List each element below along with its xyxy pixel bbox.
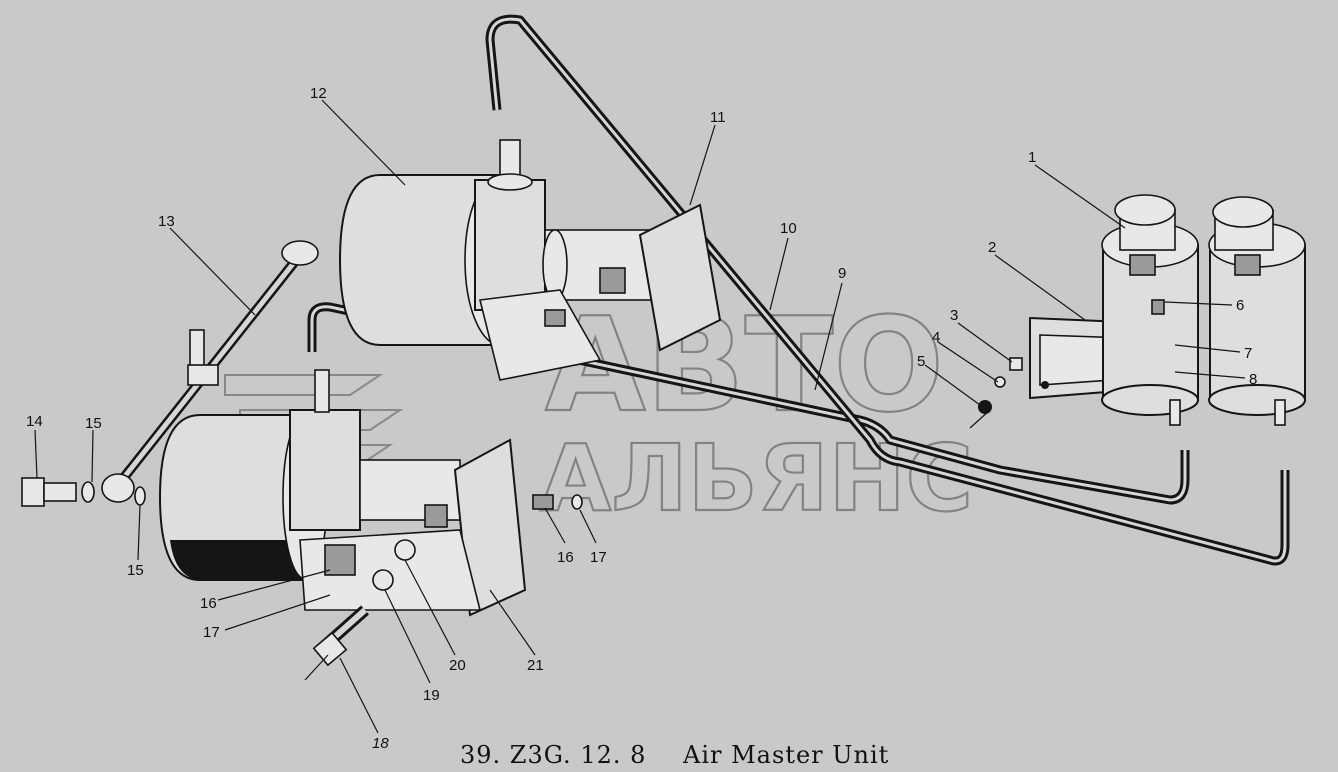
part-labels: 1 2 3 4 5 6 7 8 9 10 11 12 13 14 15 15 1… bbox=[26, 85, 1257, 752]
caption-title: Air Master Unit bbox=[682, 741, 889, 769]
part-label-16b: 16 bbox=[557, 549, 574, 566]
part-label-21: 21 bbox=[527, 657, 544, 674]
part-label-16a: 16 bbox=[200, 595, 217, 612]
caption: 39. Z3G. 12. 8 Air Master Unit bbox=[460, 741, 889, 769]
fitting-3 bbox=[1009, 357, 1023, 371]
part-label-19: 19 bbox=[423, 687, 440, 704]
part-label-5: 5 bbox=[917, 353, 925, 370]
part-label-13: 13 bbox=[158, 213, 175, 230]
part-label-12: 12 bbox=[310, 85, 327, 102]
part-label-15b: 15 bbox=[127, 562, 144, 579]
part-label-6: 6 bbox=[1236, 297, 1244, 314]
part-label-15a: 15 bbox=[85, 415, 102, 432]
washer-4 bbox=[994, 376, 1006, 388]
part-label-20: 20 bbox=[449, 657, 466, 674]
part-label-2: 2 bbox=[988, 239, 996, 256]
part-label-11: 11 bbox=[710, 109, 726, 126]
fitting-14 bbox=[21, 477, 77, 507]
nut-5 bbox=[978, 400, 992, 414]
part-label-1: 1 bbox=[1028, 149, 1036, 166]
part-label-3: 3 bbox=[950, 307, 958, 324]
reservoir-1b bbox=[1208, 196, 1306, 426]
washer-15b bbox=[134, 486, 146, 506]
part-label-8: 8 bbox=[1249, 371, 1257, 388]
part-label-9: 9 bbox=[838, 265, 846, 282]
screw-6 bbox=[1151, 299, 1165, 315]
bolt-18 bbox=[312, 605, 369, 667]
connecting-rod-13 bbox=[101, 240, 319, 503]
pipe-9 bbox=[307, 302, 1190, 505]
leader-lines bbox=[34, 99, 1246, 734]
bolt-16b bbox=[532, 494, 554, 510]
part-label-10: 10 bbox=[780, 220, 797, 237]
reservoir-1a bbox=[1101, 194, 1199, 426]
pipe-11 bbox=[485, 14, 1290, 566]
part-label-17b: 17 bbox=[590, 549, 607, 566]
part-label-18: 18 bbox=[372, 735, 389, 752]
washer-15a bbox=[81, 481, 95, 503]
lower-air-master-unit bbox=[158, 369, 527, 617]
part-label-17a: 17 bbox=[203, 624, 220, 641]
part-label-14: 14 bbox=[26, 413, 43, 430]
part-label-4: 4 bbox=[932, 329, 940, 346]
caption-code: 39. Z3G. 12. 8 bbox=[460, 741, 646, 769]
washer-17b bbox=[571, 494, 583, 510]
part-label-7: 7 bbox=[1244, 345, 1252, 362]
upper-air-master-unit bbox=[338, 139, 722, 381]
